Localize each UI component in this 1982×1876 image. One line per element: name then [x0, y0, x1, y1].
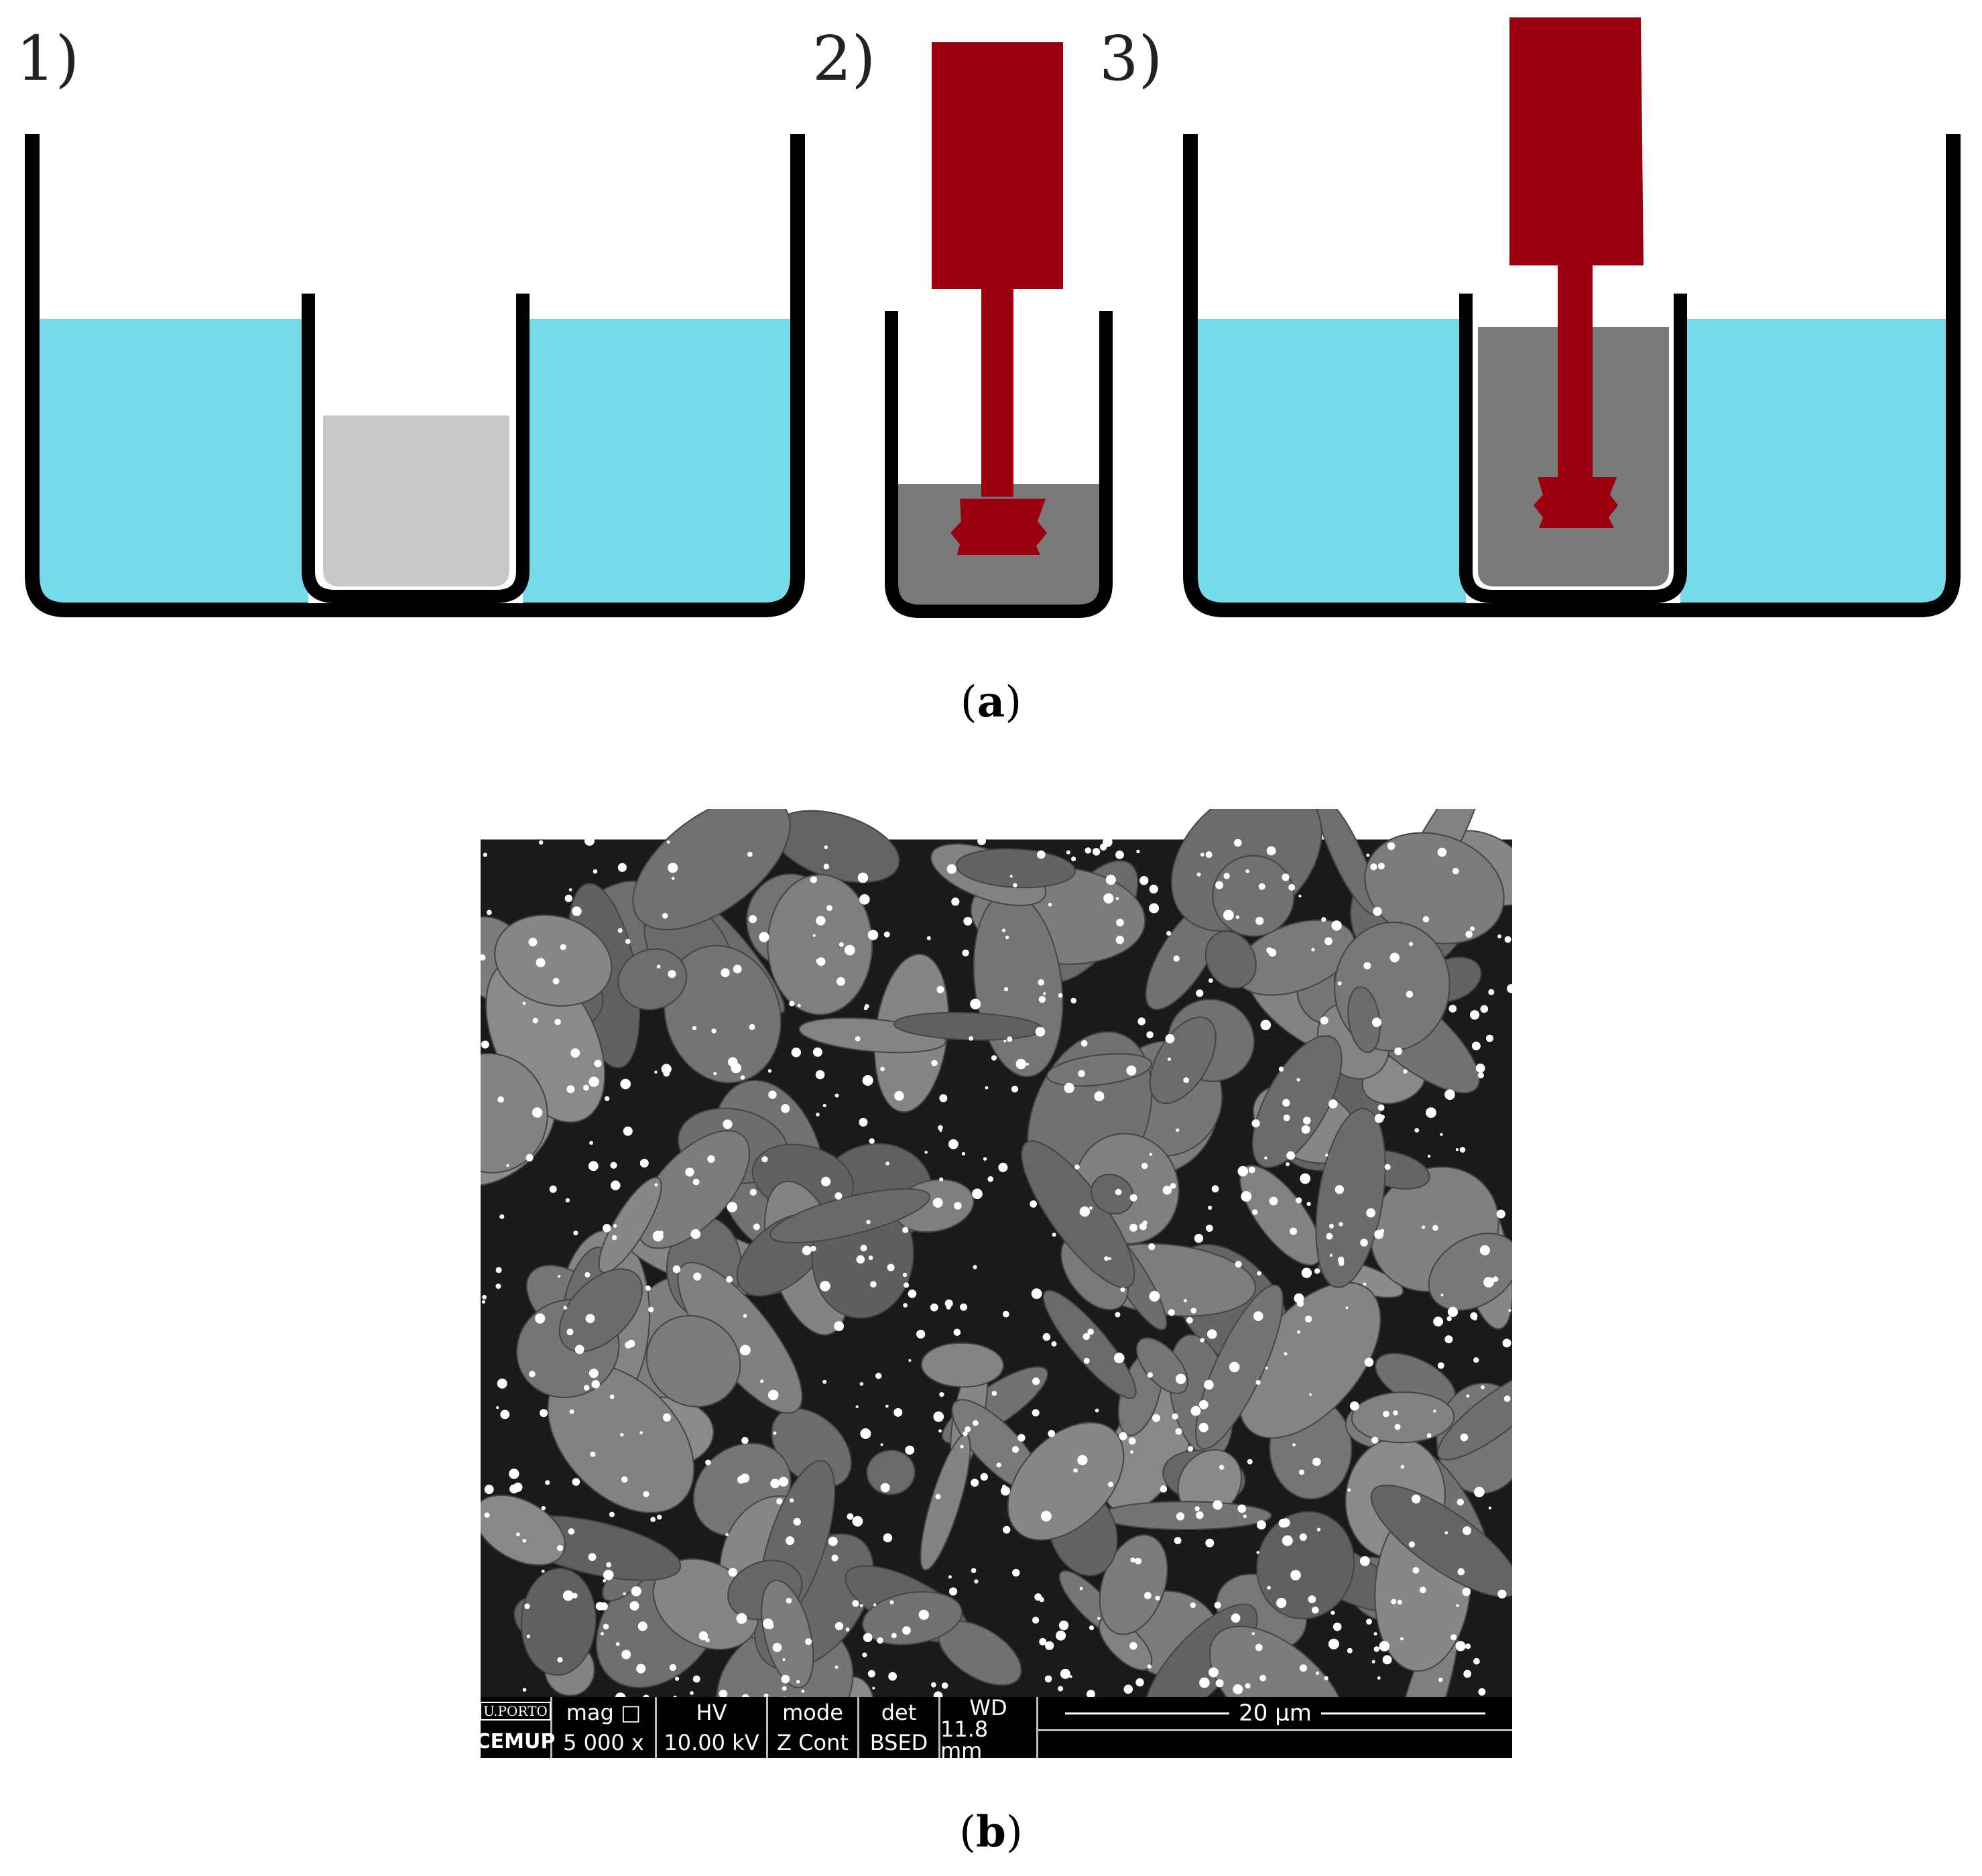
step2-mixer-motor	[932, 42, 1063, 289]
caption-a: (a)	[960, 677, 1022, 727]
step1-powder	[323, 416, 509, 586]
sem-scale-label: 20 µm	[1229, 1700, 1321, 1727]
step3-mixer-shaft	[1558, 265, 1593, 477]
sem-logo: U.PORTO CEMUP	[476, 1697, 555, 1758]
sem-logo-bottom: CEMUP	[475, 1730, 556, 1753]
step3-mixer-head	[1534, 477, 1618, 528]
sem-micrograph	[481, 809, 1512, 1758]
step1-inner-beaker	[302, 294, 530, 603]
step2-setup	[885, 42, 1113, 618]
caption-a-letter: a	[977, 677, 1005, 727]
step-label-2: 2)	[812, 23, 876, 95]
sem-databar: U.PORTO CEMUP mag □ 5 000 x HV 10.00 kV …	[476, 1697, 1512, 1761]
step3-inner-beaker	[1459, 294, 1687, 603]
step-label-3: 3)	[1099, 23, 1163, 95]
step3-mixer-motor	[1509, 17, 1644, 265]
step2-mixer-head	[950, 499, 1047, 555]
sem-logo-top: U.PORTO	[480, 1702, 551, 1721]
sem-field-mode: mode Z Cont	[768, 1697, 859, 1758]
step3-setup	[1183, 17, 1961, 617]
sem-field-det: det BSED	[859, 1697, 940, 1758]
step2-mixer-shaft	[981, 289, 1013, 497]
step-label-1: 1)	[16, 23, 80, 95]
sem-field-wd: WD 11.8 mm	[940, 1697, 1038, 1761]
caption-b: (b)	[959, 1807, 1023, 1857]
step2-beaker	[885, 311, 1113, 618]
step1-setup	[25, 134, 805, 617]
sem-field-mag: mag □ 5 000 x	[552, 1697, 657, 1758]
sem-scale-bar: 20 µm	[1038, 1697, 1512, 1758]
step1-outer-beaker	[25, 134, 805, 617]
step3-outer-beaker	[1183, 134, 1961, 617]
sem-particles	[481, 809, 1512, 1758]
sem-field-hv: HV 10.00 kV	[657, 1697, 768, 1758]
process-schematic	[25, 17, 1961, 618]
caption-b-letter: b	[976, 1807, 1006, 1857]
